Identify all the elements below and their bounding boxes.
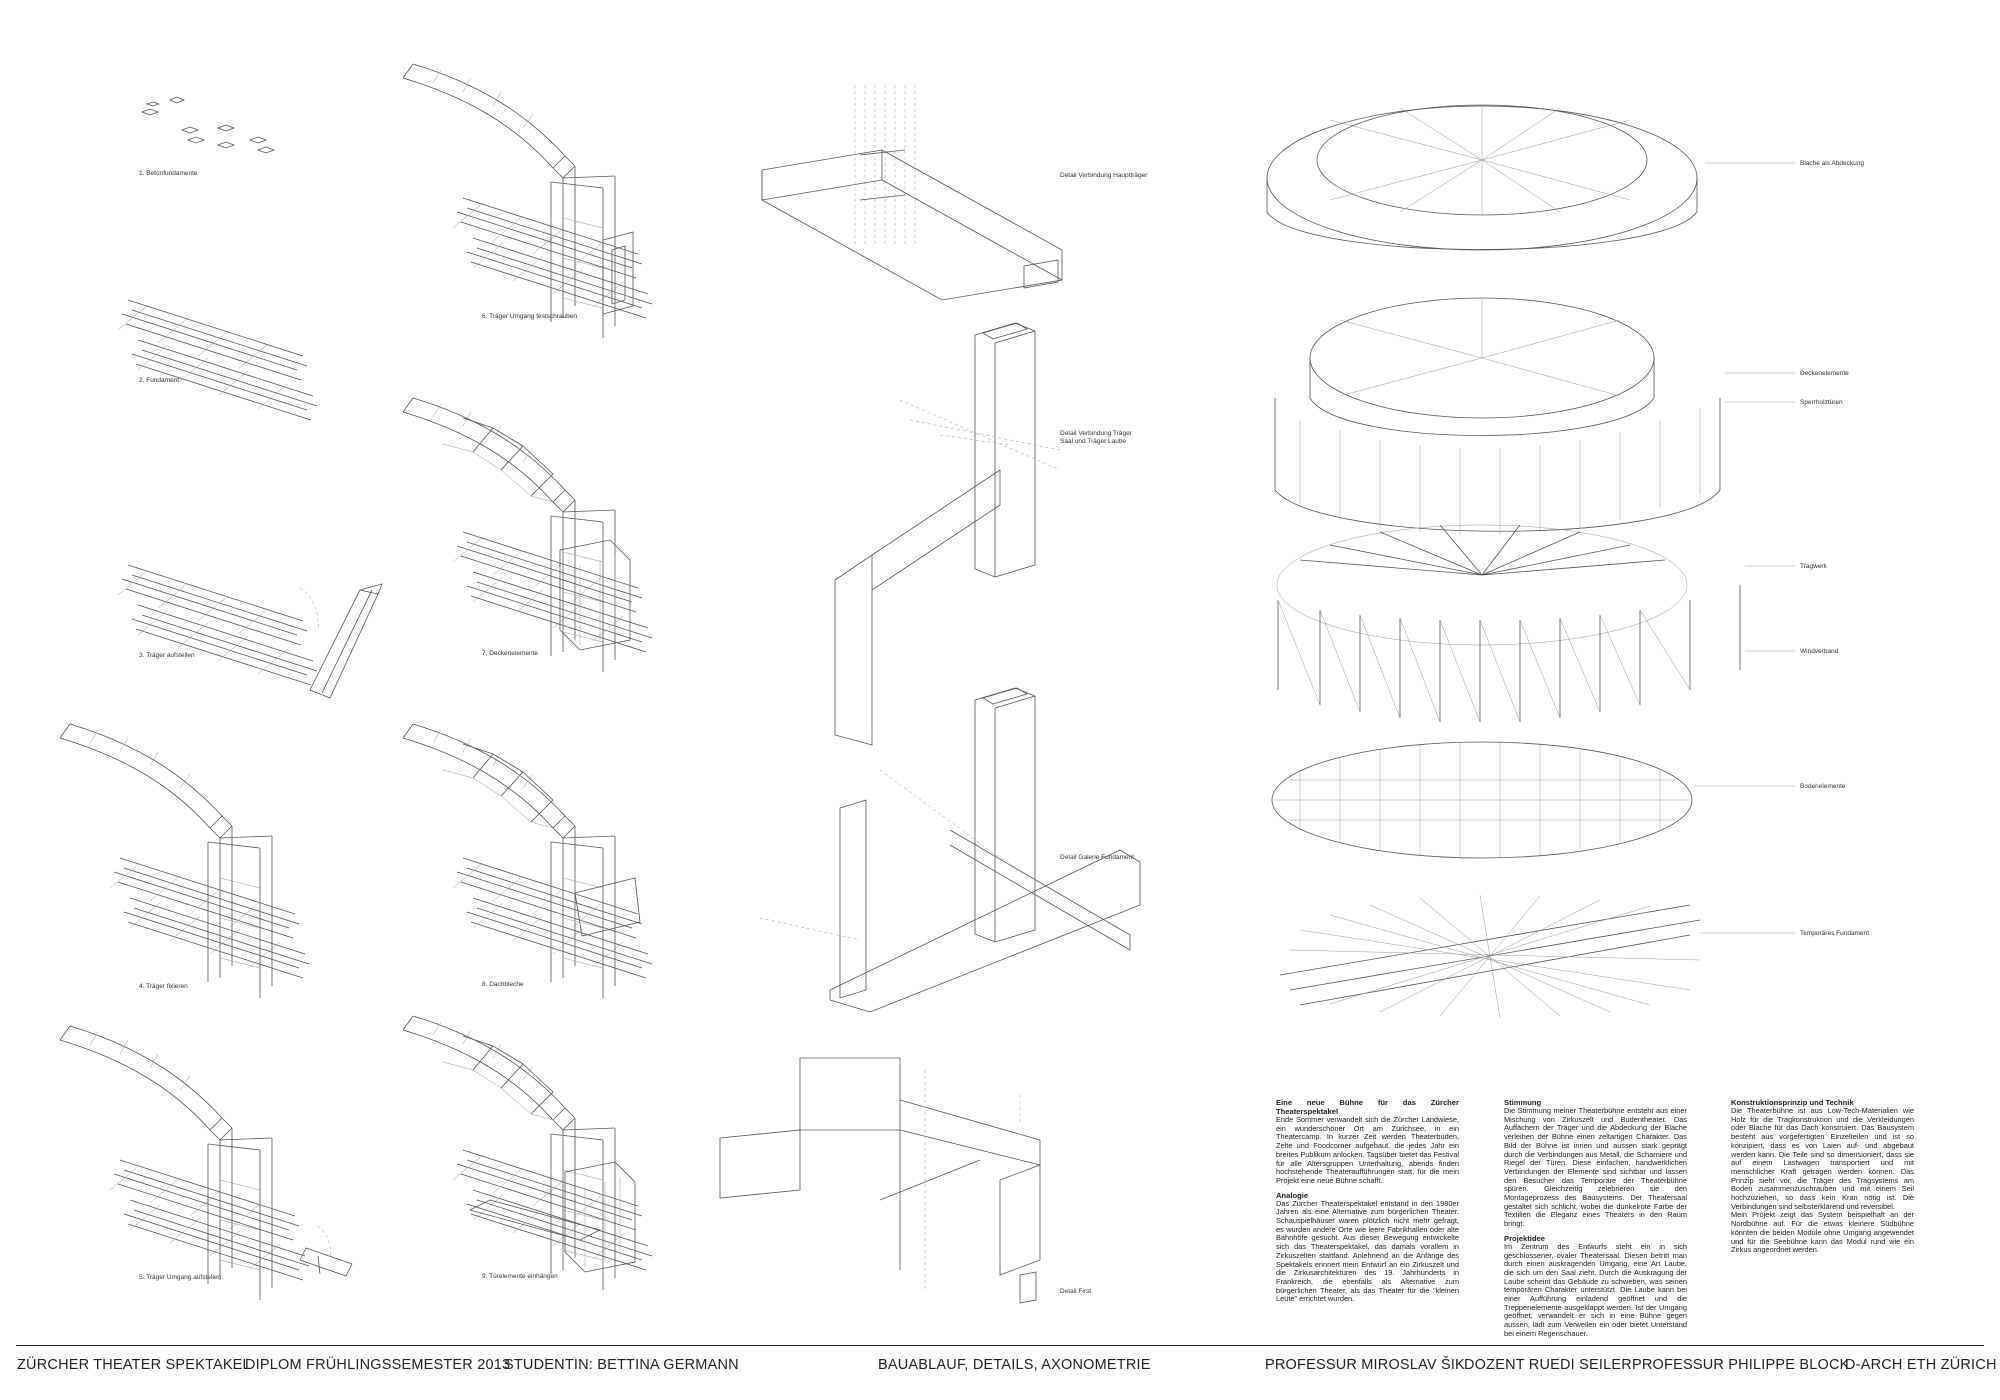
layer-1-label: Blache als Abdeckung	[1800, 160, 1864, 167]
paragraph-north-stage: Mein Projekt zeigt das System beispielha…	[1731, 1210, 1914, 1255]
heading-new-stage: Eine neue Bühne für das Zürcher Theaters…	[1276, 1098, 1459, 1116]
paragraph-mood: Die Stimmung meiner Theaterbühne entsteh…	[1504, 1106, 1687, 1229]
paragraph-project-idea: Im Zentrum des Entwurfs steht ein in sic…	[1504, 1241, 1687, 1338]
step-7-label: 7. Deckenelemente	[482, 650, 538, 657]
detail-2-label-b: Saal und Träger Laube	[1060, 438, 1127, 445]
step-1-foundations	[140, 96, 276, 154]
step-6-walkway-beam-screwed	[403, 64, 652, 338]
footer-professor-block: PROFESSUR PHILIPPE BLOCK	[1632, 1357, 1850, 1373]
paragraph-analogy: Das Zürcher Theaterspektakel entstand in…	[1276, 1198, 1459, 1304]
detail-3-label: Detail Galerie Fundament	[1060, 854, 1134, 861]
footer-professor-sik: PROFESSUR MIROSLAV ŠIK	[1265, 1357, 1465, 1373]
footer-project-title: ZÜRCHER THEATER SPEKTAKEL	[17, 1357, 251, 1373]
detail-1-label: Detail Verbindung Hauptträger	[1060, 172, 1148, 179]
footer: ZÜRCHER THEATER SPEKTAKEL DIPLOM FRÜHLIN…	[0, 1357, 2000, 1377]
detail-2-label-a: Detail Verbindung Träger	[1060, 430, 1133, 437]
layer-structure	[1276, 524, 1741, 723]
text-column-3: Konstruktionsprinzip und Technik Die The…	[1731, 1098, 1914, 1260]
heading-mood: Stimmung	[1504, 1098, 1542, 1107]
layer-2-label: Deckenelemente	[1800, 370, 1849, 377]
footer-divider	[16, 1345, 1984, 1346]
heading-construction: Konstruktionsprinzip und Technik	[1731, 1098, 1854, 1107]
layer-5-label: Windverband	[1800, 648, 1839, 655]
layer-7-label: Temporäres Fundament	[1800, 930, 1869, 937]
step-9-label: 9. Türelemente einhängen	[482, 1273, 558, 1280]
layer-temporary-foundation	[1279, 894, 1701, 1019]
footer-semester: DIPLOM FRÜHLINGSSEMESTER 2013	[245, 1357, 511, 1373]
layer-floor-elements	[1271, 741, 1693, 859]
step-3-raise-beam	[117, 564, 383, 699]
detail-hall-walkway-connection	[834, 322, 1061, 746]
layer-4-label: Tragwerk	[1800, 563, 1828, 570]
step-4-label: 4. Träger fixieren	[139, 983, 188, 990]
step-4-fix-beam	[60, 724, 309, 998]
leader-2	[1725, 372, 1795, 403]
step-2-label: 2. Fundament	[139, 377, 179, 384]
layer-tarp-cover	[1266, 104, 1698, 251]
step-8-label: 8. Dachbleche	[482, 981, 524, 988]
text-column-1: Eine neue Bühne für das Zürcher Theaters…	[1276, 1098, 1459, 1309]
heading-project-idea: Projektidee	[1504, 1233, 1545, 1243]
leader-3	[1745, 565, 1795, 652]
layer-6-label: Bodenelemente	[1800, 783, 1846, 790]
step-3-label: 3. Träger aufstellen	[139, 652, 195, 659]
step-9-door-elements	[403, 1016, 652, 1290]
footer-lecturer-seiler: DOZENT RUEDI SEILER	[1464, 1357, 1632, 1373]
layer-3-label: Sperrholztüren	[1800, 399, 1843, 406]
layer-ceiling-and-doors	[1274, 297, 1721, 535]
detail-main-beam-connection	[761, 85, 1063, 301]
text-column-2: Stimmung Die Stimmung meiner Theaterbühn…	[1504, 1098, 1687, 1344]
step-7-ceiling-elements	[403, 398, 652, 672]
paragraph-construction: Die Theaterbühne ist aus Low-Tech-Materi…	[1731, 1106, 1914, 1211]
footer-sheet-title: BAUABLAUF, DETAILS, AXONOMETRIE	[878, 1357, 1151, 1373]
heading-analogy: Analogie	[1276, 1190, 1309, 1200]
detail-gallery-foundation	[759, 687, 1141, 1013]
detail-4-label: Detail First	[1060, 1288, 1091, 1295]
footer-institution: D-ARCH ETH ZÜRICH	[1845, 1357, 1997, 1373]
step-8-roof-sheets	[403, 724, 652, 998]
step-1-label: 1. Betonfundamente	[139, 170, 198, 177]
step-5-walkway-beam	[60, 1026, 353, 1300]
step-6-label: 6. Träger Umgang festschrauben	[482, 313, 577, 320]
step-5-label: 5. Träger Umgang aufstellen	[139, 1274, 221, 1281]
footer-student: STUDENTIN: BETTINA GERMANN	[504, 1357, 739, 1373]
detail-ridge	[719, 1057, 1041, 1304]
paragraph-new-stage: Ende Sommer verwandelt sich die Zürcher …	[1276, 1115, 1459, 1185]
step-2-foundation	[117, 299, 318, 421]
